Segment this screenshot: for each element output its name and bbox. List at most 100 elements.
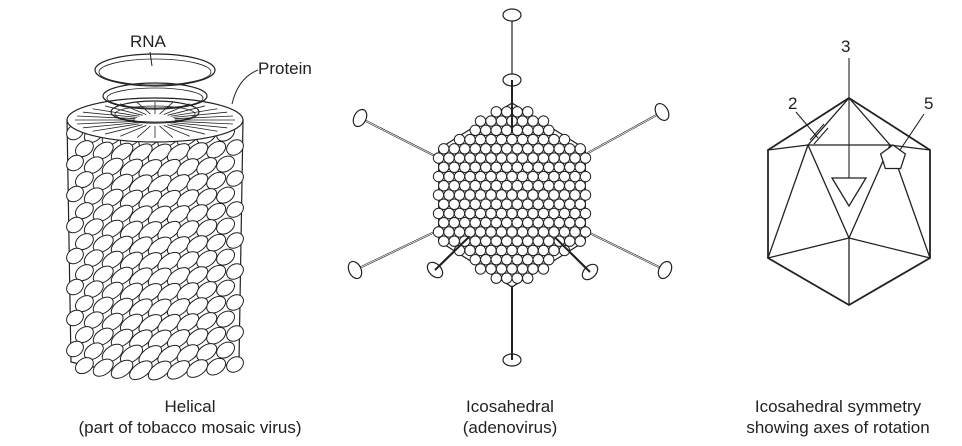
symmetry-caption-subtitle: showing axes of rotation bbox=[720, 417, 956, 438]
capsomere bbox=[528, 171, 538, 181]
capsomere bbox=[496, 134, 506, 144]
capsomere bbox=[481, 181, 491, 191]
capsomere bbox=[454, 153, 464, 163]
capsomere bbox=[486, 245, 496, 255]
capsomere bbox=[559, 227, 569, 237]
capsomere bbox=[486, 153, 496, 163]
capsomere bbox=[486, 227, 496, 237]
capsomere bbox=[486, 116, 496, 126]
capsomere bbox=[491, 144, 501, 154]
capsomere bbox=[523, 199, 533, 209]
capsomere bbox=[470, 125, 480, 135]
capsomere bbox=[517, 227, 527, 237]
protein-label: Protein bbox=[258, 59, 312, 78]
capsomere bbox=[460, 181, 470, 191]
capsomere bbox=[439, 181, 449, 191]
capsomere bbox=[544, 236, 554, 246]
capsomere bbox=[512, 199, 522, 209]
capsomere bbox=[496, 116, 506, 126]
capsomere bbox=[565, 199, 575, 209]
capsomere bbox=[502, 273, 512, 283]
capsomere bbox=[486, 208, 496, 218]
protein-leader-line bbox=[232, 70, 258, 104]
capsomere bbox=[523, 273, 533, 283]
helical-capsid-icon bbox=[64, 52, 258, 384]
capsomere bbox=[491, 273, 501, 283]
axis-2-label: 2 bbox=[788, 94, 797, 113]
capsomere bbox=[523, 107, 533, 117]
capsomere bbox=[454, 134, 464, 144]
capsomere bbox=[554, 199, 564, 209]
capsomere bbox=[502, 181, 512, 191]
capsomere bbox=[549, 227, 559, 237]
capsomere bbox=[481, 125, 491, 135]
capsomere bbox=[454, 227, 464, 237]
capsomere bbox=[554, 162, 564, 172]
capsomere bbox=[575, 181, 585, 191]
capsomere bbox=[512, 254, 522, 264]
capsomere bbox=[512, 144, 522, 154]
capsomere bbox=[549, 171, 559, 181]
capsomere bbox=[481, 254, 491, 264]
capsomere bbox=[449, 199, 459, 209]
capsomere bbox=[481, 162, 491, 172]
icosahedral-caption: Icosahedral (adenovirus) bbox=[400, 396, 620, 438]
capsomere bbox=[449, 144, 459, 154]
capsomere bbox=[517, 153, 527, 163]
capsomere bbox=[528, 208, 538, 218]
capsomere bbox=[475, 190, 485, 200]
capsomere bbox=[559, 190, 569, 200]
capsomere bbox=[512, 273, 522, 283]
capsomere bbox=[517, 208, 527, 218]
capsomere bbox=[528, 116, 538, 126]
capsomere bbox=[528, 264, 538, 274]
capsomere bbox=[523, 162, 533, 172]
capsomere bbox=[538, 227, 548, 237]
capsomere bbox=[439, 199, 449, 209]
capsomere bbox=[465, 153, 475, 163]
capsomere bbox=[538, 153, 548, 163]
capsomere bbox=[517, 245, 527, 255]
capsomere bbox=[528, 134, 538, 144]
capsomere bbox=[575, 199, 585, 209]
capsomere bbox=[523, 125, 533, 135]
capsomere bbox=[507, 208, 517, 218]
capsomere bbox=[549, 134, 559, 144]
capsomere bbox=[517, 134, 527, 144]
capsomere bbox=[565, 236, 575, 246]
helical-caption: Helical (part of tobacco mosaic virus) bbox=[40, 396, 340, 438]
capsomere bbox=[517, 264, 527, 274]
capsomere bbox=[470, 199, 480, 209]
capsomere bbox=[449, 218, 459, 228]
capsomere bbox=[575, 218, 585, 228]
capsomere bbox=[549, 153, 559, 163]
capsomere bbox=[544, 218, 554, 228]
capsomere bbox=[517, 116, 527, 126]
capsomere bbox=[538, 134, 548, 144]
capsomere bbox=[512, 181, 522, 191]
capsomere bbox=[554, 181, 564, 191]
capsomere bbox=[475, 208, 485, 218]
capsomere bbox=[486, 264, 496, 274]
capsomere bbox=[533, 125, 543, 135]
capsomere bbox=[528, 227, 538, 237]
capsomere bbox=[470, 236, 480, 246]
capsomere bbox=[580, 208, 590, 218]
capsomere bbox=[444, 171, 454, 181]
capsomere bbox=[465, 171, 475, 181]
capsomere bbox=[496, 245, 506, 255]
axis-3-label: 3 bbox=[841, 37, 850, 56]
capsomere bbox=[523, 181, 533, 191]
capsomere bbox=[512, 107, 522, 117]
capsomere bbox=[460, 144, 470, 154]
capsomere bbox=[523, 218, 533, 228]
helical-caption-subtitle: (part of tobacco mosaic virus) bbox=[40, 417, 340, 438]
capsomere bbox=[444, 227, 454, 237]
capsomere bbox=[538, 264, 548, 274]
capsomere bbox=[465, 245, 475, 255]
capsomere bbox=[570, 171, 580, 181]
capsomere bbox=[449, 236, 459, 246]
symmetry-caption-title: Icosahedral symmetry bbox=[720, 396, 956, 417]
capsomere bbox=[449, 181, 459, 191]
capsomere bbox=[507, 171, 517, 181]
